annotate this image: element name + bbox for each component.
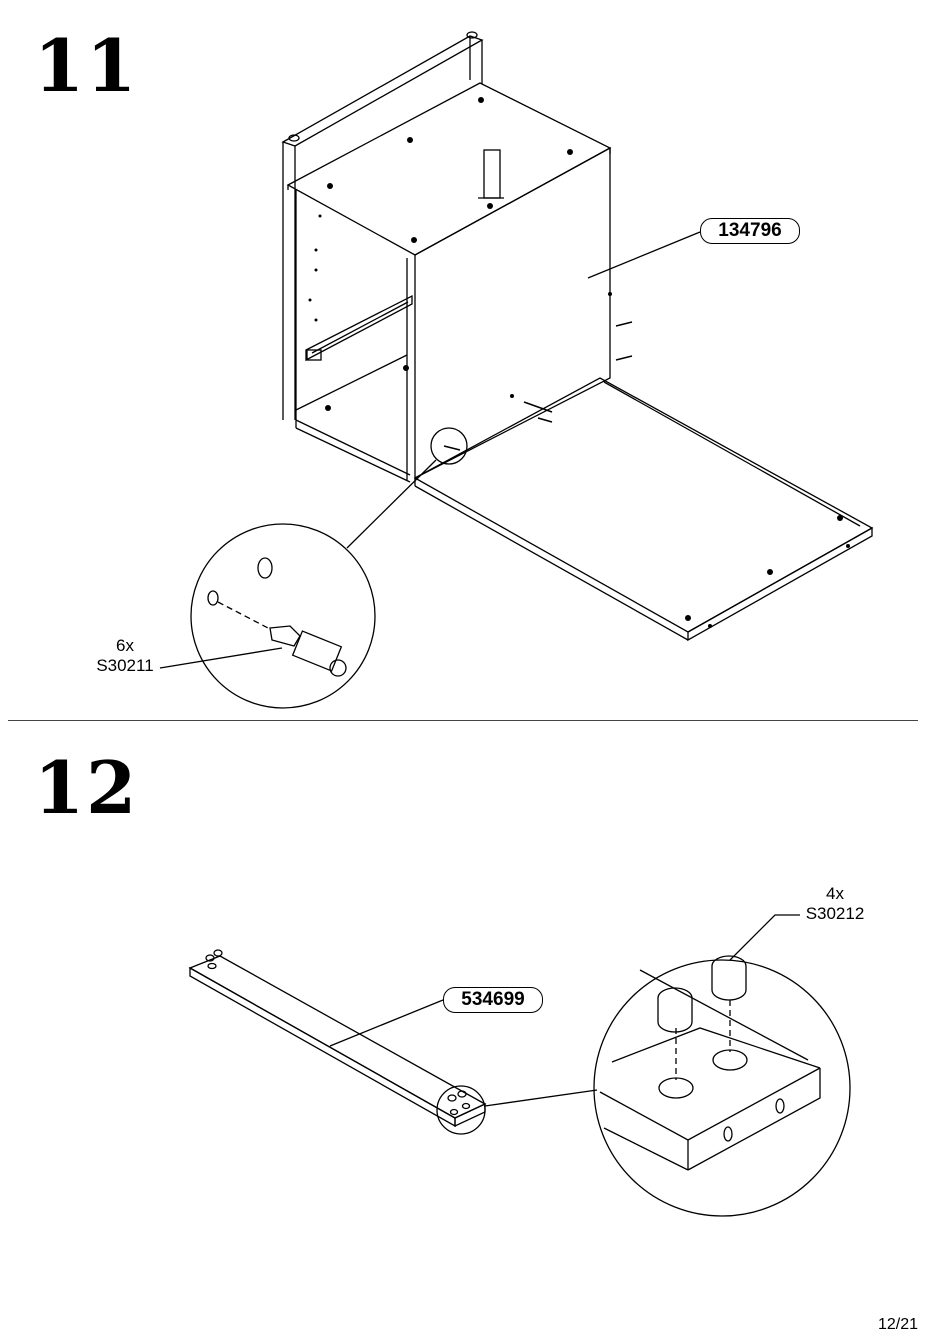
cam-dowels bbox=[444, 322, 632, 450]
leader-s30211 bbox=[160, 648, 282, 668]
step-11-illustration bbox=[0, 0, 950, 720]
bottom-panel bbox=[415, 378, 872, 640]
step-12-number: 12 bbox=[34, 752, 138, 824]
page-number: 12/21 bbox=[878, 1316, 918, 1334]
side-panel-134796 bbox=[407, 148, 610, 480]
top-dowel bbox=[478, 150, 504, 198]
hardware-label-s30211: 6x S30211 bbox=[82, 636, 168, 676]
rail-534699 bbox=[190, 950, 485, 1126]
leader-134796 bbox=[588, 232, 700, 278]
step-divider bbox=[8, 720, 918, 721]
hardware-code: S30211 bbox=[82, 656, 168, 676]
hardware-quantity: 6x bbox=[82, 636, 168, 656]
cabinet-top-panel bbox=[288, 83, 610, 255]
detail-connector-12 bbox=[485, 1090, 597, 1106]
part-label-134796: 134796 bbox=[700, 218, 800, 244]
detail-marker-small-12 bbox=[437, 1086, 485, 1134]
detail-magnifier-s30211 bbox=[191, 524, 375, 708]
back-frame bbox=[283, 32, 482, 420]
hardware-quantity: 4x bbox=[790, 884, 880, 904]
detail-magnifier-s30212 bbox=[594, 956, 850, 1216]
part-label-534699: 534699 bbox=[443, 987, 543, 1013]
hardware-label-s30212: 4x S30212 bbox=[790, 884, 880, 924]
leader-534699 bbox=[330, 1000, 443, 1046]
hardware-code: S30212 bbox=[790, 904, 880, 924]
panel-holes bbox=[309, 97, 851, 628]
drawer-runner bbox=[306, 296, 412, 360]
cabinet-left-side bbox=[296, 190, 410, 482]
detail-marker-small bbox=[431, 428, 467, 464]
